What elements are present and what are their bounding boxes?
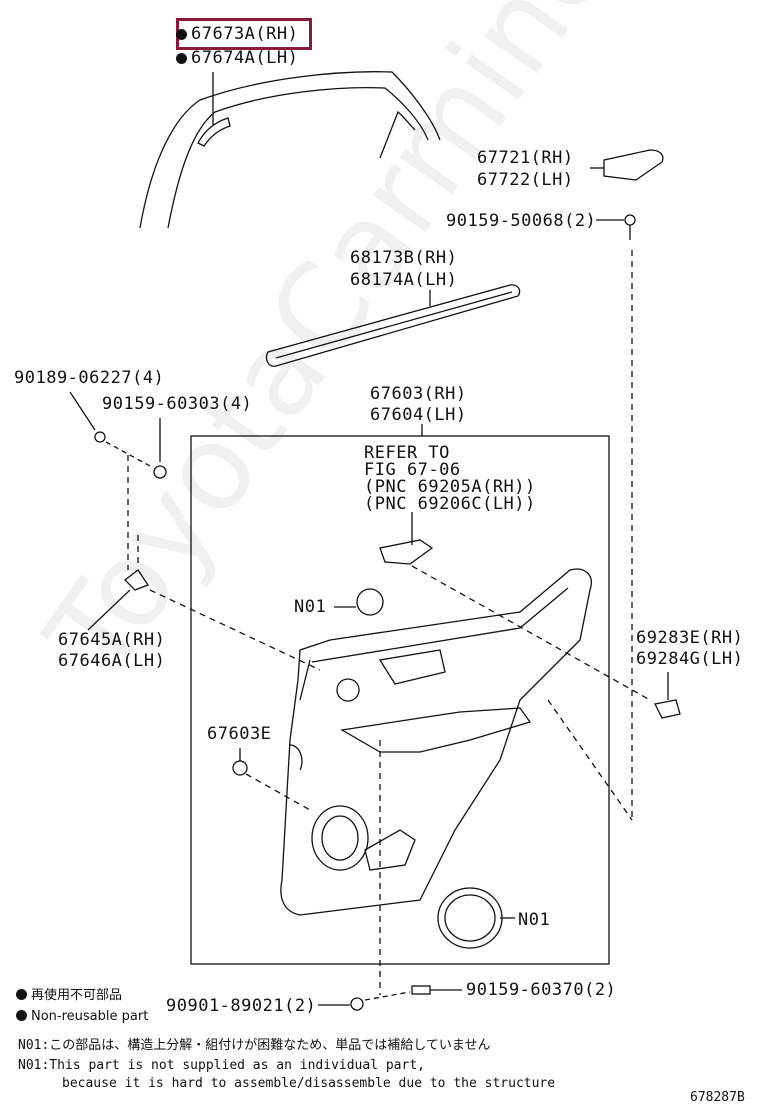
part-67722-label: 67722(LH) xyxy=(477,170,574,190)
note-line-1: N01:この部品は、構造上分解・組付けが困難なため、単品では補給していません xyxy=(18,1038,491,1053)
part-90189-label: 90189-06227(4) xyxy=(14,368,165,388)
part-67603-label: 67603(RH) xyxy=(370,384,467,404)
n01-top-label: N01 xyxy=(294,597,327,617)
door-trim-assy-box xyxy=(190,435,610,965)
part-67721-label: 67721(RH) xyxy=(477,148,574,168)
note-line-3: because it is hard to assemble/disassemb… xyxy=(62,1076,556,1091)
door-trim-panel xyxy=(280,568,592,916)
speaker-cover-top xyxy=(334,588,384,616)
refer-line-1: REFER TO xyxy=(364,443,450,463)
clip-90189 xyxy=(69,391,151,467)
clip-90159-60303 xyxy=(153,418,167,479)
part-90901-label: 90901-89021(2) xyxy=(166,996,317,1016)
door-clip-part xyxy=(197,72,231,147)
part-67674-label: 67674A(LH) xyxy=(176,48,298,68)
screw-90159-60370 xyxy=(364,985,462,1001)
part-68174-label: 68174A(LH) xyxy=(350,270,458,290)
door-frame-outline xyxy=(139,71,441,229)
part-69283-label: 69283E(RH) xyxy=(636,628,744,648)
figure-code: 678287B xyxy=(690,1090,745,1105)
non-reusable-dot-icon xyxy=(16,989,27,1000)
note-line-2: N01:This part is not supplied as an indi… xyxy=(18,1058,425,1073)
weatherstrip-68173 xyxy=(265,284,521,367)
clip-67603e xyxy=(232,748,311,811)
part-67673-label: 67673A(RH) xyxy=(176,24,298,44)
part-67646-label: 67646A(LH) xyxy=(58,651,166,671)
non-reusable-dot-icon xyxy=(176,53,187,64)
part-90159-60370-label: 90159-60370(2) xyxy=(466,980,617,1000)
screw-90159-50068 xyxy=(596,214,636,820)
refer-line-3: (PNC 69205A(RH)) xyxy=(364,477,536,497)
part-67603e-label: 67603E xyxy=(207,724,272,744)
part-67604-label: 67604(LH) xyxy=(370,405,467,425)
clip-90901 xyxy=(318,740,381,1011)
part-69284-label: 69284G(LH) xyxy=(636,649,744,669)
trim-piece-67721 xyxy=(590,149,664,181)
part-68173-label: 68173B(RH) xyxy=(350,248,458,268)
legend-en: Non-reusable part xyxy=(16,1009,148,1025)
part-67645-label: 67645A(RH) xyxy=(58,630,166,650)
refer-line-2: FIG 67-06 xyxy=(364,460,461,480)
speaker-cover-bottom xyxy=(437,887,515,949)
non-reusable-dot-icon xyxy=(16,1010,27,1021)
refer-line-4: (PNC 69206C(LH)) xyxy=(364,494,536,514)
cover-69283 xyxy=(654,672,681,719)
bracket-67645 xyxy=(87,455,321,671)
non-reusable-dot-icon xyxy=(176,29,187,40)
inside-handle-part xyxy=(379,512,651,701)
n01-bottom-label: N01 xyxy=(518,910,551,930)
part-90159-50068-label: 90159-50068(2) xyxy=(446,211,597,231)
legend-jp: 再使用不可部品 xyxy=(16,988,122,1004)
part-90159-60303-label: 90159-60303(4) xyxy=(102,394,253,414)
